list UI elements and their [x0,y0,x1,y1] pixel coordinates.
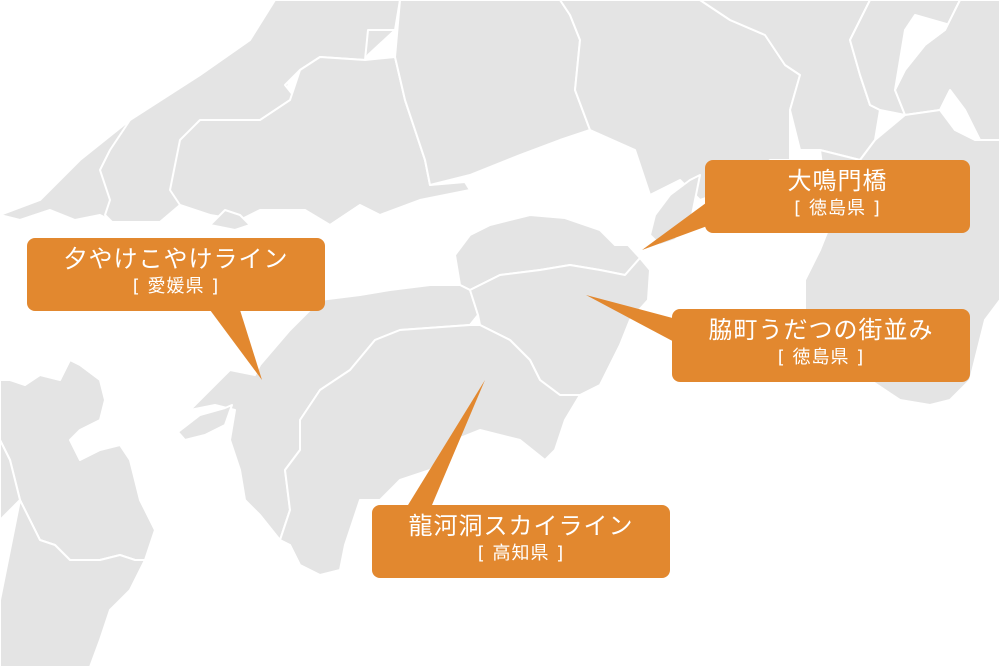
callout-title: 龍河洞スカイライン [408,512,634,540]
region-kyushu-west [0,439,21,521]
callout-prefecture: [ 高知県 ] [477,543,565,564]
region-okayama [394,0,591,186]
callout-title: 大鳴門橋 [787,167,888,195]
callout-title: 脇町うだつの街並み [708,316,934,344]
callout-tail-onaruto [642,200,710,250]
callout-ryugado-skyline[interactable]: 龍河洞スカイライン [ 高知県 ] [372,505,670,578]
callout-tail-wakimachi [586,295,680,345]
callout-tail-ryugado [408,380,485,505]
region-kyushu-miyazaki [0,499,146,667]
callout-prefecture: [ 徳島県 ] [794,198,881,219]
callout-yuyake-koyake-line[interactable]: 夕やけこやけライン [ 愛媛県 ] [27,238,325,311]
callout-prefecture: [ 徳島県 ] [777,347,865,368]
callout-prefecture: [ 愛媛県 ] [132,276,220,297]
callout-tail-yuyake [210,310,262,380]
region-sada-peninsula [177,404,233,441]
region-island-small [209,209,251,231]
callout-wakimachi-udatsu[interactable]: 脇町うだつの街並み [ 徳島県 ] [672,309,970,382]
callout-onaruto-bridge[interactable]: 大鳴門橋 [ 徳島県 ] [705,160,970,233]
callout-title: 夕やけこやけライン [63,245,289,273]
region-kochi [279,324,581,576]
